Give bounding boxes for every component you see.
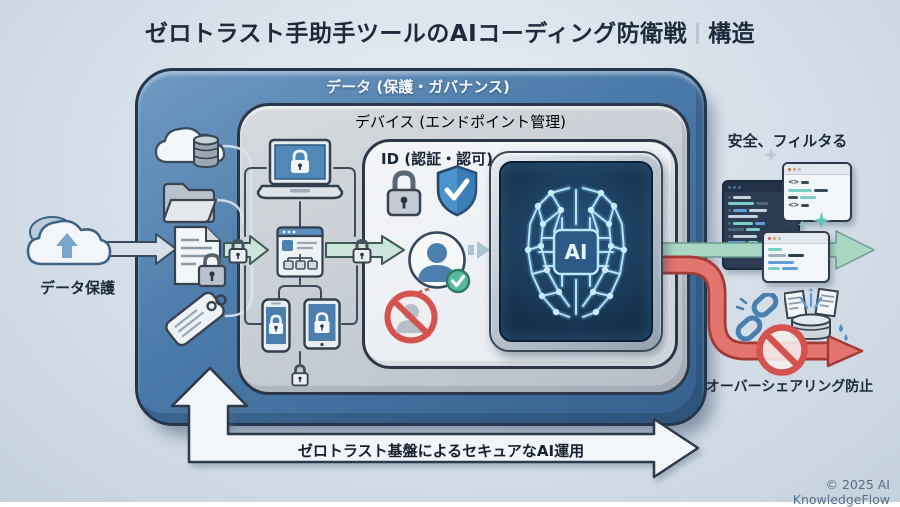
shield-check-icon (436, 165, 478, 217)
bottom-banner-arrow (170, 366, 700, 479)
ai-label: AI (565, 240, 588, 264)
cloud-upload-icon (26, 216, 112, 266)
layer-data-label: データ (保護・ガバナンス) (326, 78, 510, 96)
safe-filter-label: 安全、フィルタる (727, 132, 848, 150)
laptop-lock-icon (256, 138, 344, 200)
data-leak-icon (784, 287, 848, 341)
browser-flowchart-icon (276, 226, 324, 278)
user-denied-icon (384, 290, 438, 344)
oversharing-prevention-label: オーバーシェアリング防止 (705, 379, 874, 395)
code-glyph: <> (788, 177, 799, 186)
ai-brain-chip-icon: AI (499, 161, 653, 342)
title-main: ゼロトラスト手助手ツールのAIコーディング防衛戦 (144, 21, 688, 47)
tag-icon (165, 291, 227, 347)
page-title: ゼロトラスト手助手ツールのAIコーディング防衛戦構造 (0, 14, 900, 48)
phone-lock-icon (261, 298, 291, 353)
title-separator (696, 23, 700, 44)
lock-badge-icon (352, 238, 372, 264)
document-lock-icon (173, 225, 227, 288)
data-protection-label: データ保護 (39, 279, 115, 297)
blocked-output-arrowhead (826, 334, 864, 368)
sparkle-icon (798, 220, 807, 229)
code-window-icon (762, 231, 830, 283)
layer-device-label: デバイス (エンドポイント管理) (354, 113, 567, 131)
copyright-text: © 2025 AI KnowledgeFlow (792, 477, 890, 507)
cloud-database-icon (154, 127, 226, 169)
lock-badge-icon (228, 238, 248, 264)
lock-badge-icon (291, 364, 309, 387)
title-suffix: 構造 (708, 21, 756, 47)
broken-chain-icon (735, 293, 779, 341)
tablet-lock-icon (303, 298, 341, 350)
folder-icon (162, 182, 218, 224)
ai-core-module: AI (489, 151, 663, 352)
code-glyph: <> (788, 201, 799, 209)
sparkle-icon (813, 212, 830, 229)
padlock-icon (386, 170, 422, 217)
prohibition-icon (756, 324, 808, 376)
sparkle-icon (764, 148, 778, 162)
user-verified-icon (408, 231, 471, 294)
code-window-icon: <> <> (782, 162, 852, 222)
layer-identity-label: ID (認証・認可) (381, 150, 493, 168)
banner-label: ゼロトラスト基盤によるセキュアなAI運用 (297, 442, 585, 460)
